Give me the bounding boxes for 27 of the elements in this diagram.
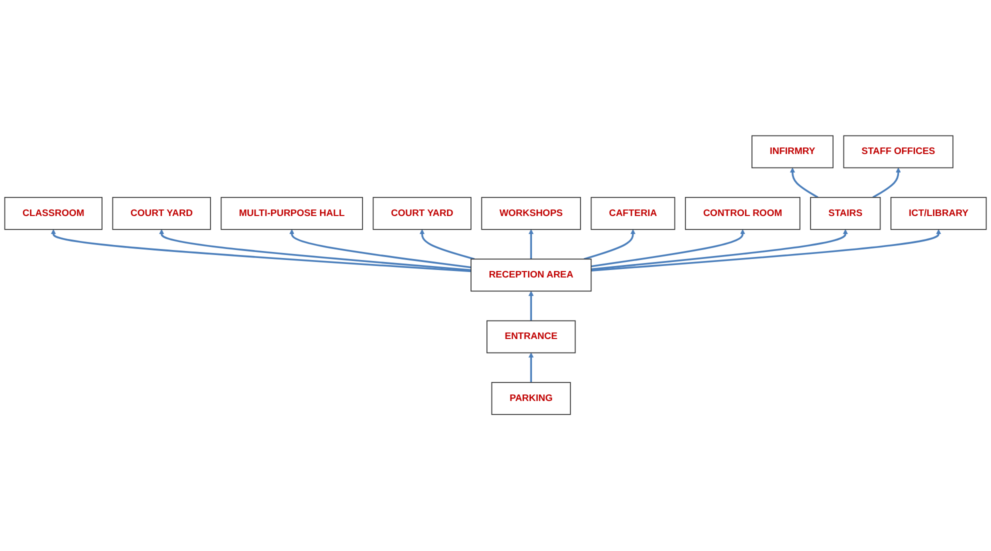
node-box: STAIRS	[810, 197, 881, 230]
node-box: PARKING	[491, 382, 571, 416]
arrow	[50, 230, 472, 273]
arrow	[591, 230, 848, 270]
arrow	[591, 230, 746, 268]
node-box: MULTI-PURPOSE HALL	[220, 197, 363, 230]
node-box: CONTROL ROOM	[684, 197, 800, 230]
arrow	[289, 230, 472, 269]
node-box: COURT YARD	[372, 197, 472, 230]
arrow	[591, 230, 942, 272]
node-box: ENTRANCE	[486, 320, 576, 354]
node-box: ICT/LIBRARY	[890, 197, 987, 230]
node-box: STAFF OFFICES	[843, 136, 954, 169]
node-box: COURT YARD	[112, 197, 211, 230]
node-box: INFIRMRY	[752, 136, 834, 169]
node-box: RECEPTION AREA	[470, 259, 592, 292]
arrow	[528, 291, 534, 322]
node-box: WORKSHOPS	[481, 197, 581, 230]
node-box: CAFTERIA	[590, 197, 676, 230]
arrow	[584, 230, 636, 260]
arrow	[528, 230, 534, 260]
arrow	[420, 230, 475, 260]
arrow	[528, 352, 534, 383]
arrow	[158, 230, 472, 272]
node-box: CLASSROOM	[4, 197, 102, 230]
arrow	[872, 168, 901, 199]
arrow	[790, 168, 818, 199]
